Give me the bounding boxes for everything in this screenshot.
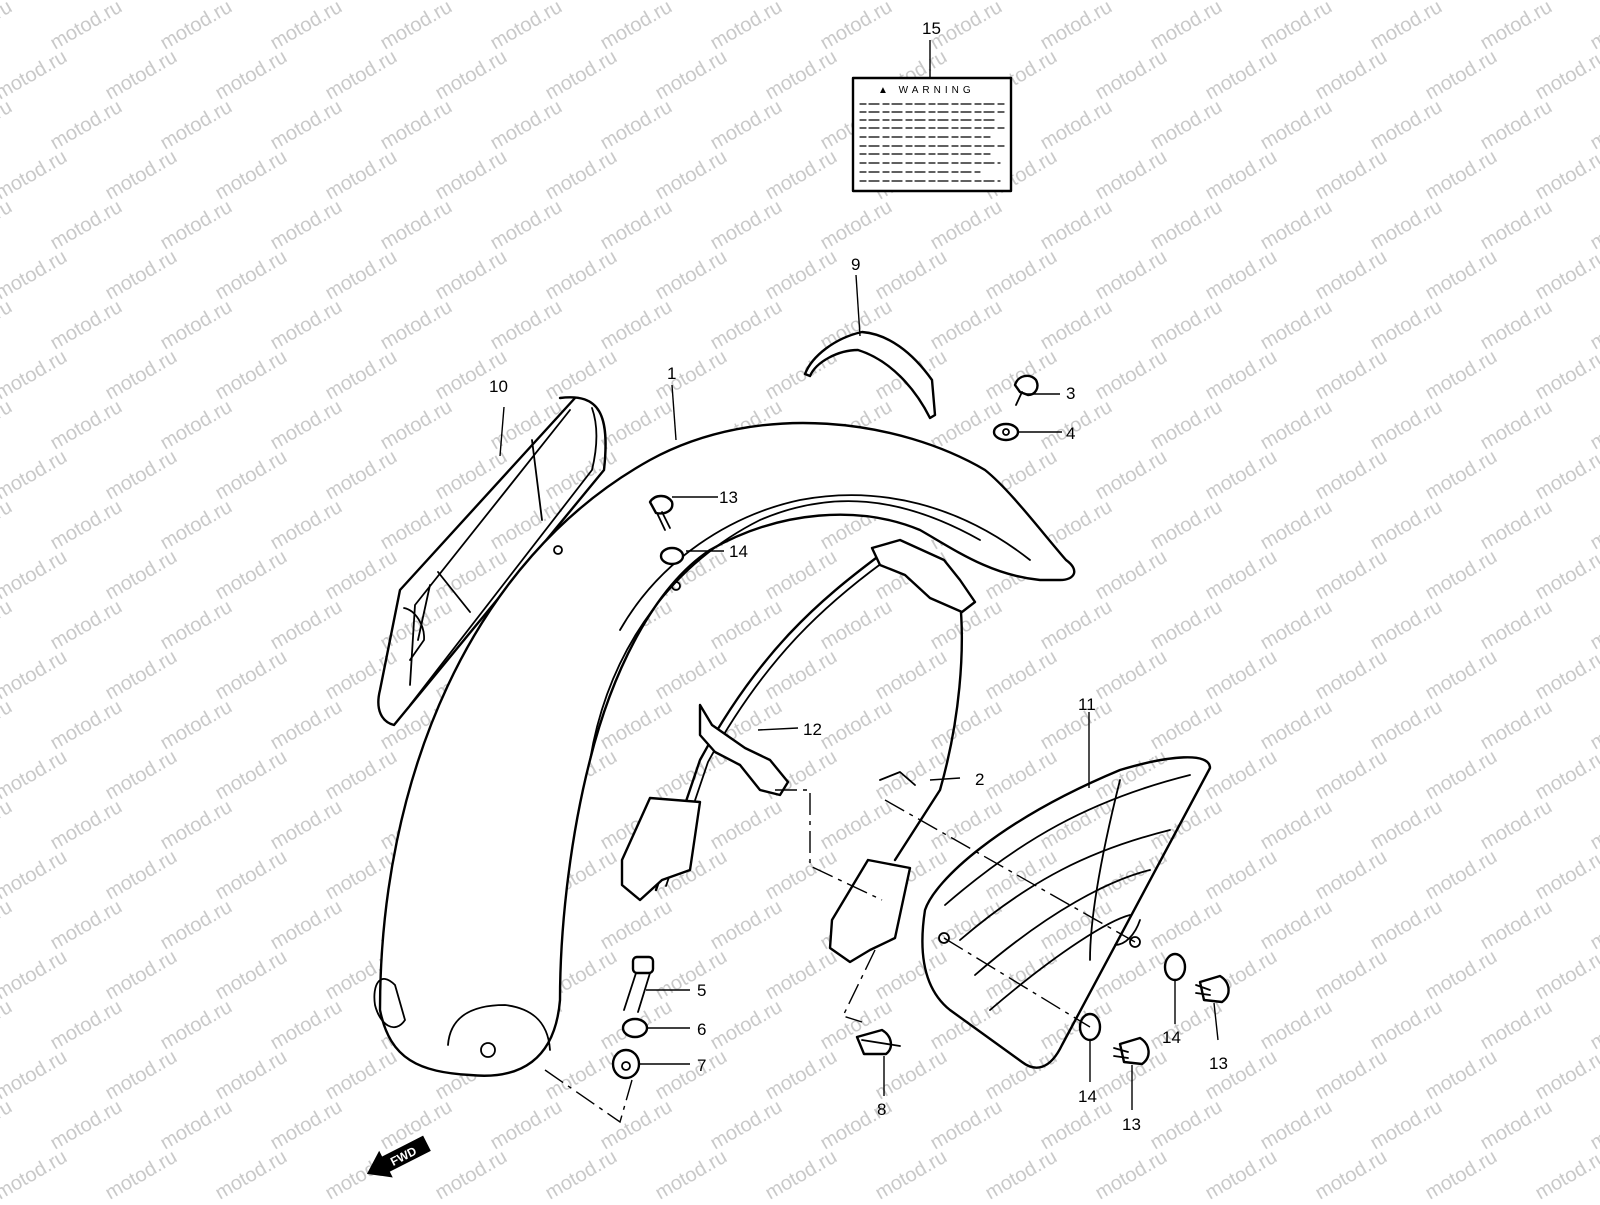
watermark-text: motod.ru <box>1532 346 1600 405</box>
watermark-text: motod.ru <box>0 646 71 705</box>
callout-9: 9 <box>851 255 860 274</box>
watermark-text: motod.ru <box>1587 596 1600 655</box>
watermark-text: motod.ru <box>0 346 71 405</box>
watermark-text: motod.ru <box>0 296 16 355</box>
watermark-text: motod.ru <box>1587 796 1600 855</box>
watermark-text: motod.ru <box>0 546 71 605</box>
watermark-text: motod.ru <box>1532 146 1600 205</box>
watermark-text: motod.ru <box>762 1146 841 1200</box>
watermark-text: motod.ru <box>0 46 71 105</box>
part-14-washer-upper <box>661 548 683 564</box>
watermark-text: motod.ru <box>1312 1146 1391 1200</box>
part-4-washer <box>994 424 1018 440</box>
watermark-text: motod.ru <box>1422 1146 1501 1200</box>
watermark-text: motod.ru <box>0 1046 71 1105</box>
watermark-text: motod.ru <box>1587 396 1600 455</box>
watermark-text: motod.ru <box>0 696 16 755</box>
watermark-text: motod.ru <box>1532 846 1600 905</box>
part-6-nut <box>623 1019 647 1037</box>
callout-3: 3 <box>1066 384 1075 403</box>
watermark-text: motod.ru <box>1532 946 1600 1005</box>
part-8-bolt <box>857 1030 900 1054</box>
watermark-text: motod.ru <box>432 1146 511 1200</box>
part-13-bolt-right-b <box>1114 1038 1149 1064</box>
watermark-text: motod.ru <box>0 246 71 305</box>
watermark-text: motod.ru <box>542 1146 621 1200</box>
watermark-text: motod.ru <box>212 1146 291 1200</box>
watermark-text: motod.ru <box>0 946 71 1005</box>
watermark-text: motod.ru <box>1532 446 1600 505</box>
watermark-text: motod.ru <box>872 1146 951 1200</box>
watermark-text: motod.ru <box>0 446 71 505</box>
callout-10: 10 <box>489 377 508 396</box>
callout-2: 2 <box>975 770 984 789</box>
watermark-text: motod.ru <box>652 1146 731 1200</box>
watermark-text: motod.ru <box>1532 1046 1600 1105</box>
watermark-text: motod.ru <box>0 896 16 955</box>
watermark-text: motod.ru <box>1587 1096 1600 1155</box>
watermark-text: motod.ru <box>1092 1146 1171 1200</box>
callout-12: 12 <box>803 720 822 739</box>
callout-14-upper: 14 <box>729 542 748 561</box>
part-3-bolt <box>1015 376 1037 405</box>
watermark-text: motod.ru <box>1587 896 1600 955</box>
part-7-washer <box>613 1050 639 1078</box>
watermark-text: motod.ru <box>1532 46 1600 105</box>
part-2-stay <box>622 540 975 962</box>
watermark-text: motod.ru <box>1587 296 1600 355</box>
watermark-text: motod.ru <box>0 496 16 555</box>
watermark-text: motod.ru <box>1587 196 1600 255</box>
watermark-text: motod.ru <box>1532 1146 1600 1200</box>
watermark-text: motod.ru <box>1202 1146 1281 1200</box>
callout-15: 15 <box>922 19 941 38</box>
part-13-bolt-right-a <box>1196 976 1229 1002</box>
callout-4: 4 <box>1066 424 1075 443</box>
watermark-text: motod.ru <box>1587 996 1600 1055</box>
watermark-text: motod.ru <box>1587 696 1600 755</box>
callout-5: 5 <box>697 981 706 1000</box>
watermark-text: motod.ru <box>102 1146 181 1200</box>
callout-13-right-b: 13 <box>1122 1115 1141 1134</box>
watermark-text: motod.ru <box>0 596 16 655</box>
watermark-text: motod.ru <box>0 396 16 455</box>
watermark-text: motod.ru <box>1532 746 1600 805</box>
watermark-text: motod.ru <box>0 1146 71 1200</box>
watermark-text: motod.ru <box>1532 646 1600 705</box>
callout-13-upper: 13 <box>719 488 738 507</box>
watermark-text: motod.ru <box>1532 246 1600 305</box>
watermark-text: motod.ru <box>0 796 16 855</box>
warning-label-title: ▲ WARNING <box>878 85 975 96</box>
callout-7: 7 <box>697 1056 706 1075</box>
callout-14-right-a: 14 <box>1162 1028 1181 1047</box>
callout-13-right-a: 13 <box>1209 1054 1228 1073</box>
callout-6: 6 <box>697 1020 706 1039</box>
warning-label: ▲ WARNING <box>853 78 1011 191</box>
watermark-text: motod.ru <box>0 746 71 805</box>
watermark-text: motod.ru <box>0 146 71 205</box>
watermark-text: motod.ru <box>1587 96 1600 155</box>
watermark-text: motod.ru <box>0 0 16 54</box>
watermark-text: motod.ru <box>0 996 16 1055</box>
watermark-text: motod.ru <box>1587 496 1600 555</box>
watermark-text: motod.ru <box>0 196 16 255</box>
part-14-washer-right-a <box>1165 954 1185 980</box>
watermark-text: motod.ru <box>0 96 16 155</box>
callout-14-right-b: 14 <box>1078 1087 1097 1106</box>
callout-11: 11 <box>1078 695 1096 714</box>
watermark-text: motod.ru <box>0 846 71 905</box>
watermark-text: motod.ru <box>0 0 71 4</box>
part-5-bolt <box>624 957 653 1012</box>
callout-8: 8 <box>877 1100 886 1119</box>
watermark-text: motod.ru <box>982 1146 1061 1200</box>
watermark-text: motod.ru <box>1532 546 1600 605</box>
watermark-text: motod.ru <box>0 1096 16 1155</box>
callout-1: 1 <box>667 364 676 383</box>
